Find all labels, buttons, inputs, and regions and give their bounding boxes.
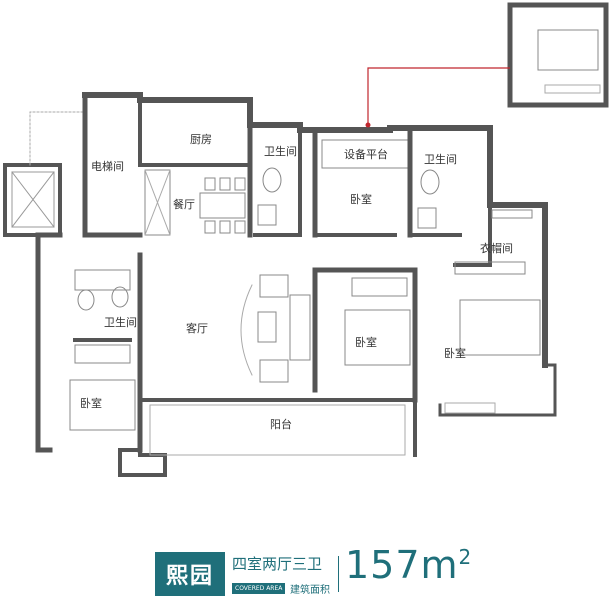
- label-bath-left: 卫生间: [104, 315, 137, 329]
- label-dining: 餐厅: [173, 197, 195, 211]
- label-bedroom-top: 卧室: [350, 192, 372, 206]
- pointer-line: [367, 67, 510, 125]
- label-bedroom-left: 卧室: [80, 396, 102, 410]
- label-equipment: 设备平台: [344, 147, 388, 161]
- legend-divider: [338, 556, 339, 592]
- inset-bedroom: [507, 2, 609, 108]
- covered-area-en: COVERED AREA: [232, 583, 286, 594]
- label-wardrobe: 衣帽间: [480, 241, 513, 255]
- label-kitchen: 厨房: [190, 133, 212, 146]
- floor-plan: 电梯间 厨房 餐厅 卫生间 设备平台 卧室 卫生间 衣帽间 卫生间 客厅 卧室 …: [3, 2, 609, 477]
- area-value: 157m2: [345, 543, 473, 587]
- covered-area-cn: 建筑面积: [290, 585, 330, 596]
- label-bath-top-left: 卫生间: [264, 144, 297, 158]
- label-bedroom-mid: 卧室: [355, 335, 377, 349]
- label-balcony: 阳台: [270, 417, 292, 431]
- label-bedroom-right: 卧室: [444, 346, 466, 360]
- label-living: 客厅: [186, 321, 208, 335]
- label-bath-top-right: 卫生间: [424, 152, 457, 166]
- elevator-shaft: [3, 163, 62, 237]
- pointer-dot: [365, 122, 371, 128]
- label-elevator: 电梯间: [91, 160, 124, 173]
- brand-logo: 熙园: [155, 552, 225, 596]
- layout-description: 四室两厅三卫: [232, 555, 323, 573]
